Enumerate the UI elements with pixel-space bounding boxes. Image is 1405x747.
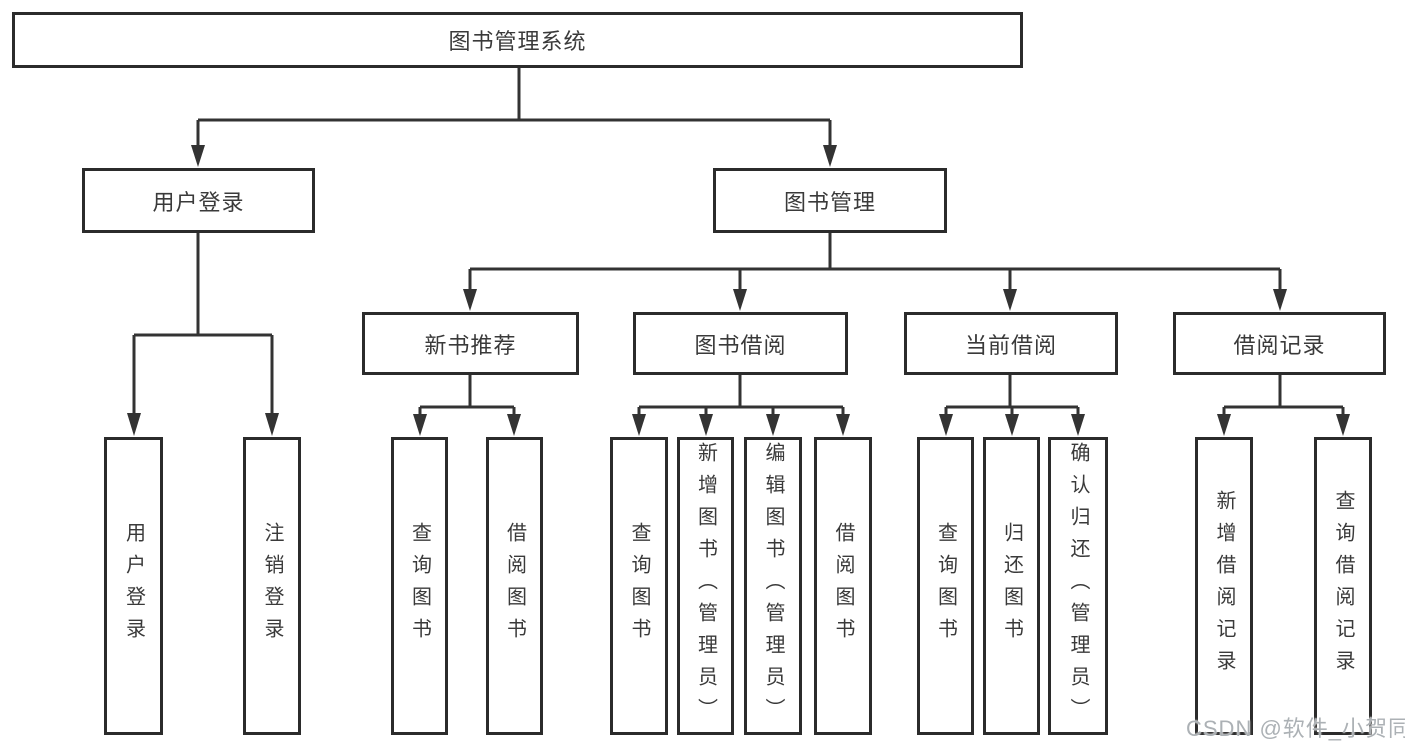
leaf-label: 查询图书 — [934, 522, 957, 650]
node-label: 借阅记录 — [1233, 332, 1326, 358]
csdn-watermark: CSDN @软件_小贺同学 — [1186, 716, 1405, 741]
leaf-label: 新增借阅记录 — [1213, 490, 1235, 682]
node-label: 新书推荐 — [424, 332, 517, 358]
leaf-label: 借阅图书 — [832, 522, 854, 650]
leaf-label: 用户登录 — [122, 522, 145, 650]
leaf-add-borrow-record: 新增借阅记录 — [1195, 437, 1253, 735]
leaf-label: 编辑图书（管理员） — [762, 442, 784, 730]
node-label: 图书管理 — [783, 189, 876, 215]
leaf-query-books-1: 查询图书 — [391, 437, 448, 735]
leaf-borrow-books-2: 借阅图书 — [814, 437, 872, 735]
node-book-borrow: 图书借阅 — [633, 312, 848, 375]
node-label: 当前借阅 — [964, 332, 1057, 358]
leaf-return-books: 归还图书 — [983, 437, 1040, 735]
node-book-management: 图书管理 — [713, 168, 947, 233]
leaf-label: 借阅图书 — [503, 522, 526, 650]
leaf-query-books-2: 查询图书 — [610, 437, 668, 735]
leaf-label: 查询图书 — [408, 522, 431, 650]
leaf-label: 新增图书（管理员） — [694, 442, 717, 730]
leaf-logout: 注销登录 — [243, 437, 301, 735]
leaf-label: 查询借阅记录 — [1332, 490, 1354, 682]
leaf-user-login: 用户登录 — [104, 437, 163, 735]
leaf-label: 确认归还（管理员） — [1067, 442, 1089, 730]
node-user-login: 用户登录 — [82, 168, 315, 233]
leaf-label: 归还图书 — [1000, 522, 1023, 650]
leaf-add-books-admin: 新增图书（管理员） — [677, 437, 734, 735]
node-current-borrow: 当前借阅 — [904, 312, 1118, 375]
node-borrow-records: 借阅记录 — [1173, 312, 1386, 375]
node-library-management-system: 图书管理系统 — [12, 12, 1023, 68]
node-label: 图书管理系统 — [448, 29, 587, 54]
node-label: 用户登录 — [152, 189, 245, 215]
leaf-borrow-books-1: 借阅图书 — [486, 437, 543, 735]
leaf-query-borrow-record: 查询借阅记录 — [1314, 437, 1372, 735]
leaf-query-books-3: 查询图书 — [917, 437, 974, 735]
leaf-confirm-return-admin: 确认归还（管理员） — [1048, 437, 1108, 735]
leaf-label: 注销登录 — [261, 522, 283, 650]
node-label: 图书借阅 — [694, 332, 787, 358]
leaf-edit-books-admin: 编辑图书（管理员） — [744, 437, 802, 735]
leaf-label: 查询图书 — [628, 522, 650, 650]
connector-arrowheads — [127, 145, 1350, 436]
node-new-book-recommend: 新书推荐 — [362, 312, 579, 375]
